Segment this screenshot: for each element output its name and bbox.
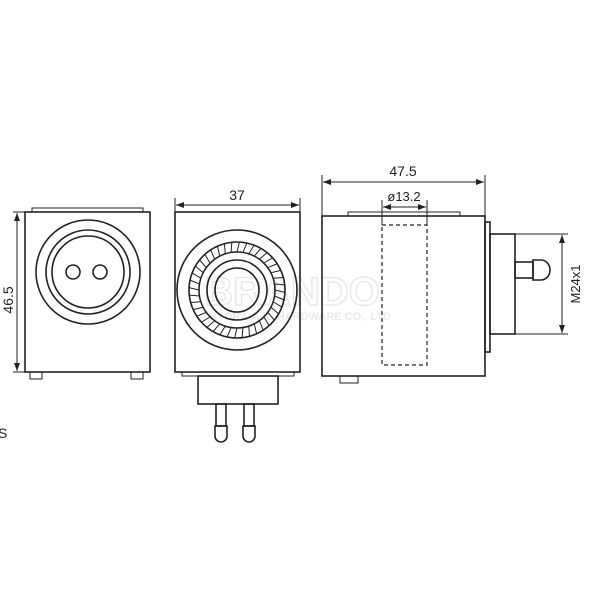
ring-tooth — [263, 316, 270, 326]
ring-tooth — [210, 249, 216, 260]
ring-tooth — [272, 301, 283, 308]
ring-tooth — [188, 287, 200, 291]
ring-tooth — [241, 327, 244, 338]
ring-tooth — [206, 320, 215, 328]
ring-tooth — [226, 327, 232, 338]
ring-tooth — [201, 316, 211, 323]
ring-tooth — [270, 269, 281, 274]
ring-tooth — [189, 279, 200, 285]
ring-tooth — [216, 246, 221, 257]
ring-tooth — [223, 243, 226, 254]
watermark: BRANDO HYDRAULIC HARDWARE CO., LTD — [203, 269, 391, 323]
ring-tooth — [274, 295, 285, 301]
ring-tooth — [193, 306, 204, 311]
ring-tooth — [259, 252, 268, 260]
ring-tooth — [196, 311, 207, 317]
ring-tooth — [258, 320, 264, 331]
side-view: 47.5 ø13.2 M24x1 — [321, 163, 583, 384]
watermark-brand: BRANDO — [204, 270, 380, 314]
ring-tooth — [253, 323, 258, 334]
width-dimension: 37 — [229, 187, 245, 203]
thread-dimension: M24x1 — [568, 264, 583, 303]
edge-text: S — [0, 425, 7, 441]
end-view-bore: 37 — [174, 187, 301, 443]
bore-hidden-line — [381, 224, 428, 366]
ring-tooth — [248, 244, 255, 255]
ring-tooth — [236, 241, 240, 253]
ring-tooth — [267, 263, 278, 269]
ring-tooth — [212, 323, 221, 332]
ring-tooth — [263, 257, 273, 264]
ring-tooth — [270, 306, 279, 315]
ring-tooth — [253, 248, 262, 257]
thread-nut — [489, 233, 516, 335]
ring-tooth — [189, 294, 200, 297]
ring-tooth — [234, 327, 238, 339]
ring-tooth — [191, 272, 202, 279]
pin-hole — [92, 264, 108, 280]
ring-tooth — [219, 325, 226, 336]
pin-hole — [65, 264, 81, 280]
serrated-ring — [188, 241, 286, 339]
height-dimension: 46.5 — [0, 286, 16, 313]
ring-tooth — [267, 312, 275, 321]
ring-tooth — [195, 265, 204, 274]
end-view-socket: 46.5 — [0, 207, 151, 380]
ring-tooth — [274, 289, 286, 293]
ring-tooth — [273, 276, 284, 279]
ring-tooth — [274, 283, 285, 286]
ring-tooth — [242, 242, 248, 253]
ring-tooth — [230, 242, 233, 253]
plug-housing — [197, 375, 279, 405]
ring-tooth — [248, 326, 251, 337]
length-dimension: 47.5 — [389, 163, 416, 179]
ring-tooth — [199, 259, 207, 268]
ring-tooth — [204, 254, 211, 264]
bore-dimension: ø13.2 — [387, 189, 420, 204]
ring-tooth — [190, 301, 201, 304]
